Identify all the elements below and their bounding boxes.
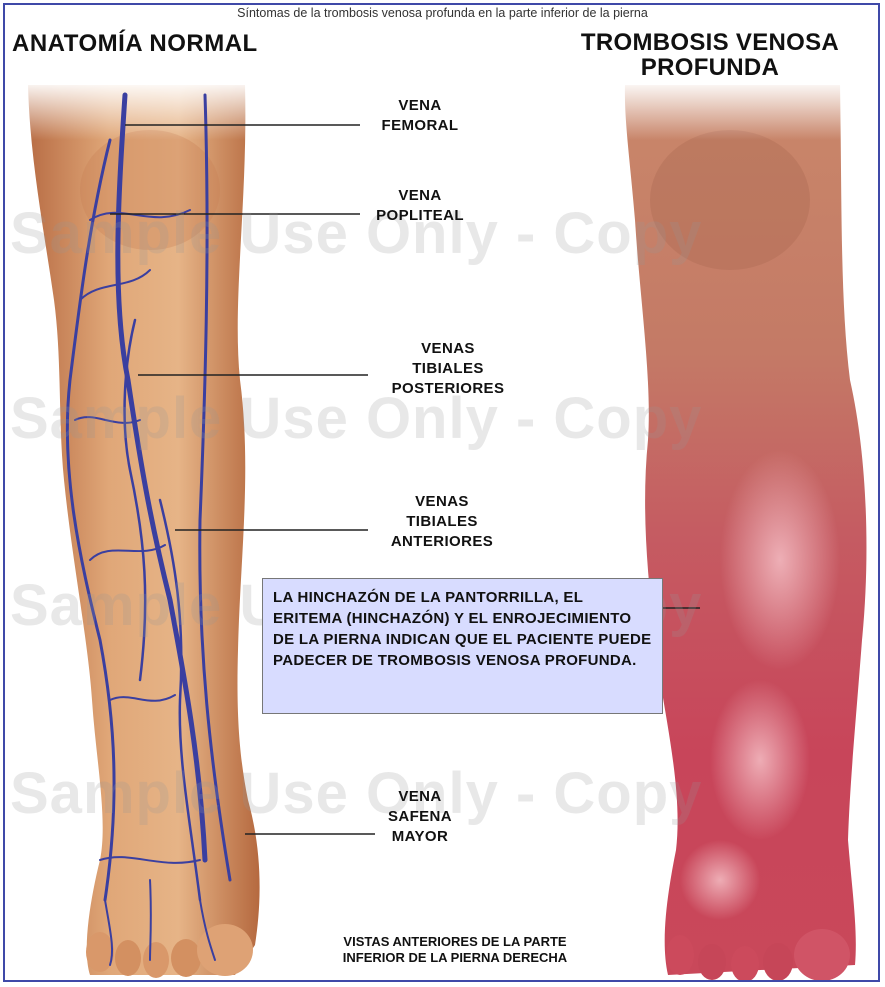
label-vena-popliteal: VENA POPLITEAL <box>340 186 500 226</box>
page-title: Síntomas de la trombosis venosa profunda… <box>0 6 885 20</box>
footer-caption: VISTAS ANTERIORES DE LA PARTE INFERIOR D… <box>290 934 620 966</box>
heading-dvt: TROMBOSIS VENOSA PROFUNDA <box>545 30 875 80</box>
label-venas-tibiales-posteriores: VENAS TIBIALES POSTERIORES <box>368 339 528 399</box>
symptom-callout: LA HINCHAZÓN DE LA PANTORRILLA, EL ERITE… <box>262 578 663 714</box>
label-vena-safena-mayor: VENA SAFENA MAYOR <box>340 787 500 847</box>
heading-normal-anatomy: ANATOMÍA NORMAL <box>12 30 258 58</box>
label-venas-tibiales-anteriores: VENAS TIBIALES ANTERIORES <box>362 492 522 552</box>
label-vena-femoral: VENA FEMORAL <box>340 96 500 136</box>
dvt-leg <box>615 80 866 982</box>
